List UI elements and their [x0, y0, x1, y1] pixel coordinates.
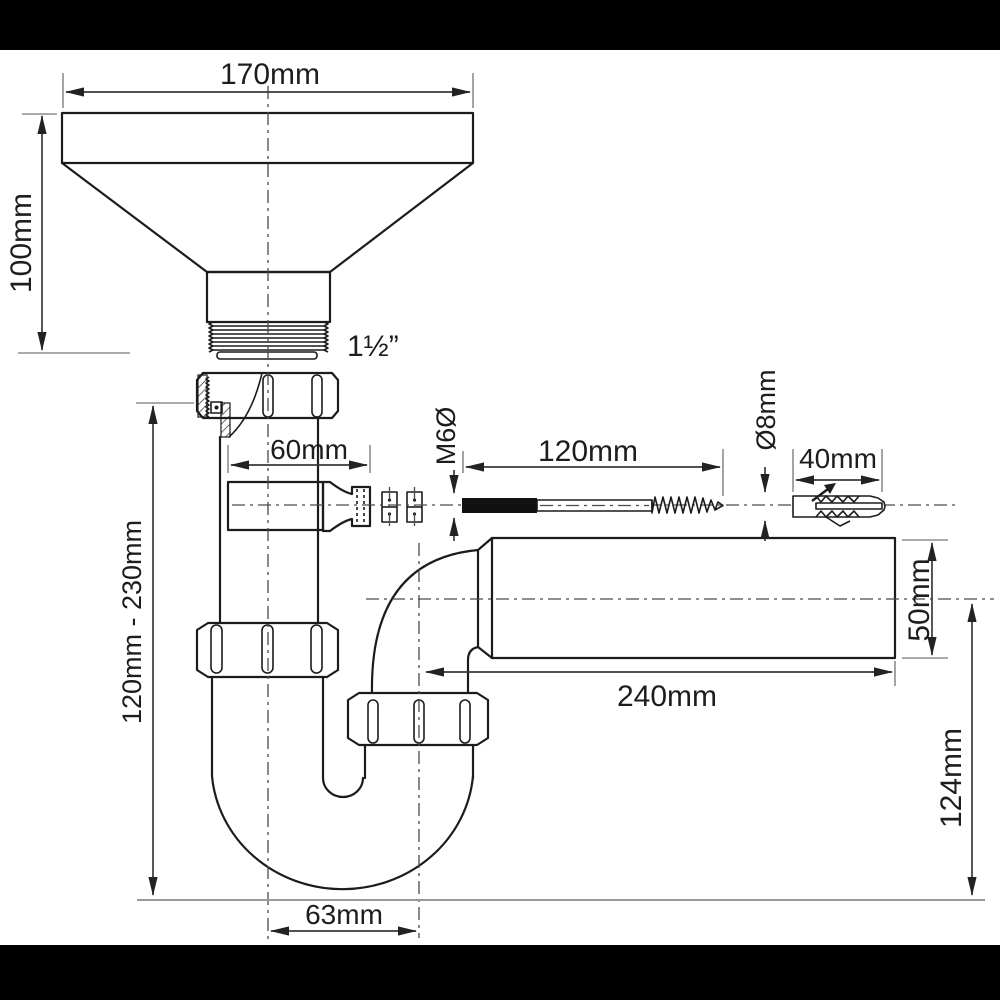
washer: [406, 487, 423, 527]
neck-tail-hatch: [220, 402, 231, 438]
dim-screw-spec: M6Ø: [431, 407, 461, 541]
funnel-thread-collar: [216, 351, 318, 360]
dim-funnel-height: 100mm: [5, 113, 130, 354]
dim-trap-offset: 63mm: [270, 899, 417, 936]
plug-body: [792, 495, 886, 518]
u-bend: [210, 774, 475, 891]
dim-label-plug-length: 40mm: [799, 443, 877, 474]
nut-thread-zigzag: [205, 376, 210, 418]
top-compression-nut: [195, 371, 340, 438]
spigot-connector: [321, 480, 372, 533]
plug-flag-head: [824, 483, 836, 494]
horizontal-pipe: [490, 536, 897, 660]
dim-label-plug-diameter: Ø8mm: [751, 370, 781, 451]
dim-pipe-length: 240mm: [425, 661, 896, 713]
dim-label-pipe-length: 240mm: [617, 680, 717, 713]
dim-wall-height: 124mm: [935, 603, 977, 896]
standpipe: [218, 416, 320, 625]
trap-inlet-cup: [210, 675, 325, 780]
dim-label-height-range: 120mm - 230mm: [117, 520, 147, 724]
dim-label-funnel-height: 100mm: [5, 193, 38, 293]
thread-size-label: 1½”: [347, 330, 399, 363]
screw-wood-thread: [651, 496, 724, 514]
bottom-letterbox-bar: [0, 945, 1000, 1000]
plug-top-fins: [815, 495, 860, 503]
dim-label-wall-height: 124mm: [935, 728, 968, 828]
screw-machine-thread: [462, 498, 537, 513]
seal-dot: [214, 405, 219, 410]
dim-funnel-width: 170mm: [62, 58, 474, 108]
dim-label-pipe-diameter: 50mm: [903, 558, 936, 641]
trap-outlet-cup: [363, 743, 475, 780]
dim-plug-length: 40mm: [792, 443, 883, 492]
plug-tail-fin: [825, 516, 851, 527]
dim-pipe-diameter: 50mm: [902, 539, 948, 659]
funnel-inlet: [60, 111, 475, 360]
wall-screw: [462, 496, 724, 514]
plug-expansion-slot: [815, 502, 883, 510]
plug-flag: [811, 488, 829, 502]
dim-label-screw-spec: M6Ø: [431, 407, 461, 466]
top-letterbox-bar: [0, 0, 1000, 50]
dim-height-range: 120mm - 230mm: [117, 402, 194, 896]
dim-label-screw-length: 120mm: [538, 435, 638, 468]
cutaway-arc: [228, 372, 263, 438]
dim-label-trap-offset: 63mm: [305, 899, 383, 930]
dim-label-funnel-width: 170mm: [220, 58, 320, 91]
plug-bottom-fins: [815, 510, 860, 518]
dim-screw-length: 120mm: [462, 435, 724, 496]
side-outlet: [226, 480, 423, 533]
outlet-elbow-and-pipe: [370, 536, 897, 695]
washer: [381, 487, 398, 527]
dim-outlet-length: 60mm: [227, 434, 371, 473]
wall-plug: [792, 483, 886, 527]
trap-outlet-nut: [346, 691, 490, 780]
dim-plug-diameter: Ø8mm: [751, 370, 781, 541]
dim-label-outlet-length: 60mm: [270, 434, 348, 465]
